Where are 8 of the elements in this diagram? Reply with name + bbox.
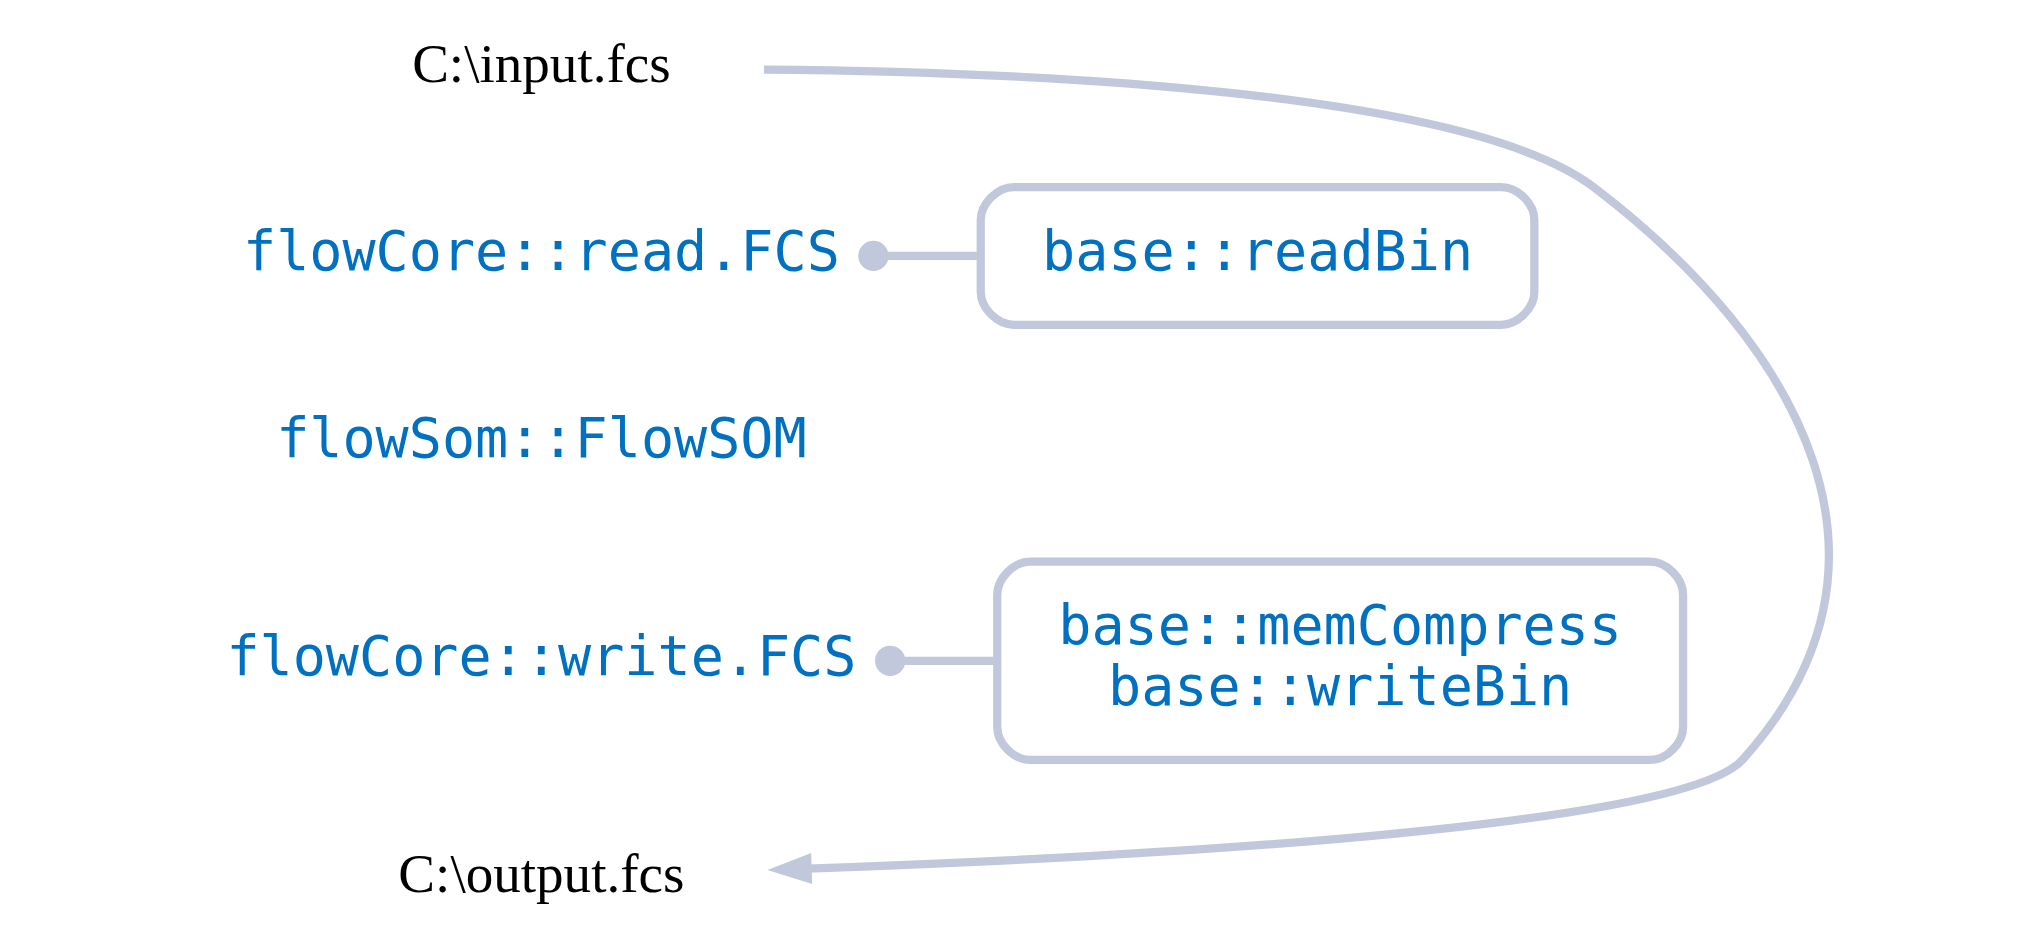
node-text: flowCore::write.FCS [226, 623, 857, 688]
node-box: base::memCompress base::writeBin [993, 557, 1688, 765]
node-text: C:\input.fcs [412, 33, 671, 95]
node-text: C:\output.fcs [398, 843, 685, 905]
node-text: flowCore::read.FCS [242, 218, 840, 283]
node-box: base::readBin [976, 182, 1539, 329]
node-text: flowSom::FlowSOM [276, 405, 807, 470]
arrow [763, 65, 1833, 884]
